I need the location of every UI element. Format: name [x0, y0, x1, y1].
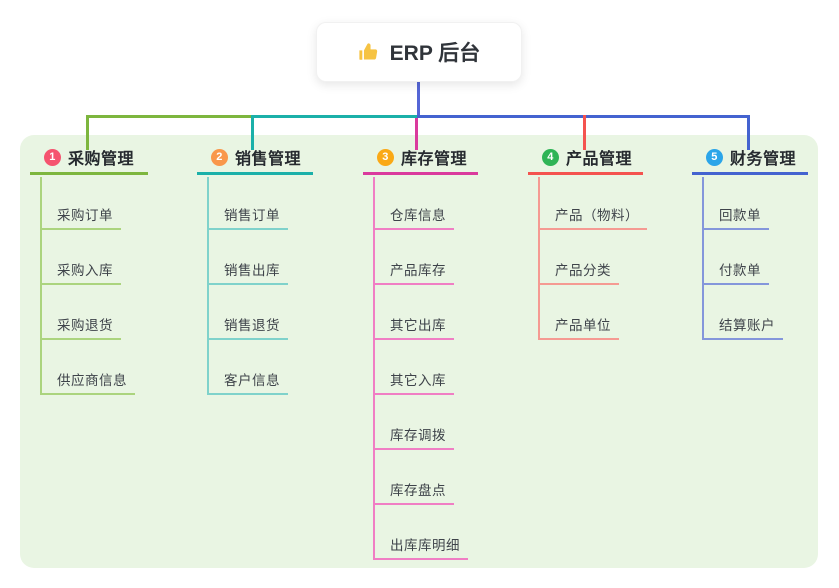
- branch-label: 产品管理: [566, 151, 633, 168]
- drop-branch-1: [86, 115, 89, 150]
- child-node[interactable]: 付款单: [702, 259, 769, 285]
- branch-badge-5: 5: [706, 148, 723, 166]
- child-node[interactable]: 产品单位: [538, 314, 619, 340]
- branch-label: 销售管理: [235, 151, 302, 168]
- branch-badge-3: 3: [377, 148, 394, 166]
- child-node[interactable]: 结算账户: [702, 314, 783, 340]
- child-node[interactable]: 销售订单: [207, 204, 288, 230]
- branch-badge-4: 4: [542, 148, 559, 166]
- branch-title-2[interactable]: 2 销售管理: [197, 146, 313, 175]
- child-node[interactable]: 采购退货: [40, 314, 121, 340]
- child-node[interactable]: 库存盘点: [373, 479, 454, 505]
- hbar-branch-1: [86, 115, 254, 118]
- branch-title-5[interactable]: 5 财务管理: [692, 146, 808, 175]
- root-node[interactable]: ERP 后台: [316, 22, 522, 82]
- child-node[interactable]: 仓库信息: [373, 204, 454, 230]
- branch-spine-1: [40, 177, 42, 395]
- branch-spine-2: [207, 177, 209, 395]
- branch-spine-4: [538, 177, 540, 340]
- drop-branch-2: [251, 115, 254, 150]
- child-node[interactable]: 采购订单: [40, 204, 121, 230]
- child-node[interactable]: 采购入库: [40, 259, 121, 285]
- branch-title-4[interactable]: 4 产品管理: [528, 146, 643, 175]
- drop-branch-3: [415, 118, 418, 150]
- branch-spine-5: [702, 177, 704, 340]
- hbar-branch-2: [251, 115, 420, 118]
- child-node[interactable]: 回款单: [702, 204, 769, 230]
- drop-branch-4: [583, 115, 586, 150]
- drop-branch-5: [747, 115, 750, 150]
- root-trunk-line: [417, 82, 420, 118]
- thumbs-up-icon: [358, 41, 380, 63]
- branch-spine-3: [373, 177, 375, 560]
- branch-label: 采购管理: [68, 151, 135, 168]
- child-node[interactable]: 库存调拨: [373, 424, 454, 450]
- branch-badge-2: 2: [211, 148, 228, 166]
- child-node[interactable]: 销售退货: [207, 314, 288, 340]
- branch-label: 财务管理: [730, 151, 797, 168]
- branch-title-3[interactable]: 3 库存管理: [363, 146, 478, 175]
- branch-label: 库存管理: [401, 151, 468, 168]
- branch-badge-1: 1: [44, 148, 61, 166]
- root-title: ERP 后台: [389, 42, 481, 65]
- branches-panel: [20, 135, 818, 568]
- child-node[interactable]: 供应商信息: [40, 369, 135, 395]
- child-node[interactable]: 产品库存: [373, 259, 454, 285]
- child-node[interactable]: 产品分类: [538, 259, 619, 285]
- child-node[interactable]: 产品（物料）: [538, 204, 647, 230]
- child-node[interactable]: 其它入库: [373, 369, 454, 395]
- child-node[interactable]: 客户信息: [207, 369, 288, 395]
- child-node[interactable]: 其它出库: [373, 314, 454, 340]
- branch-title-1[interactable]: 1 采购管理: [30, 146, 148, 175]
- child-node[interactable]: 出库库明细: [373, 534, 468, 560]
- child-node[interactable]: 销售出库: [207, 259, 288, 285]
